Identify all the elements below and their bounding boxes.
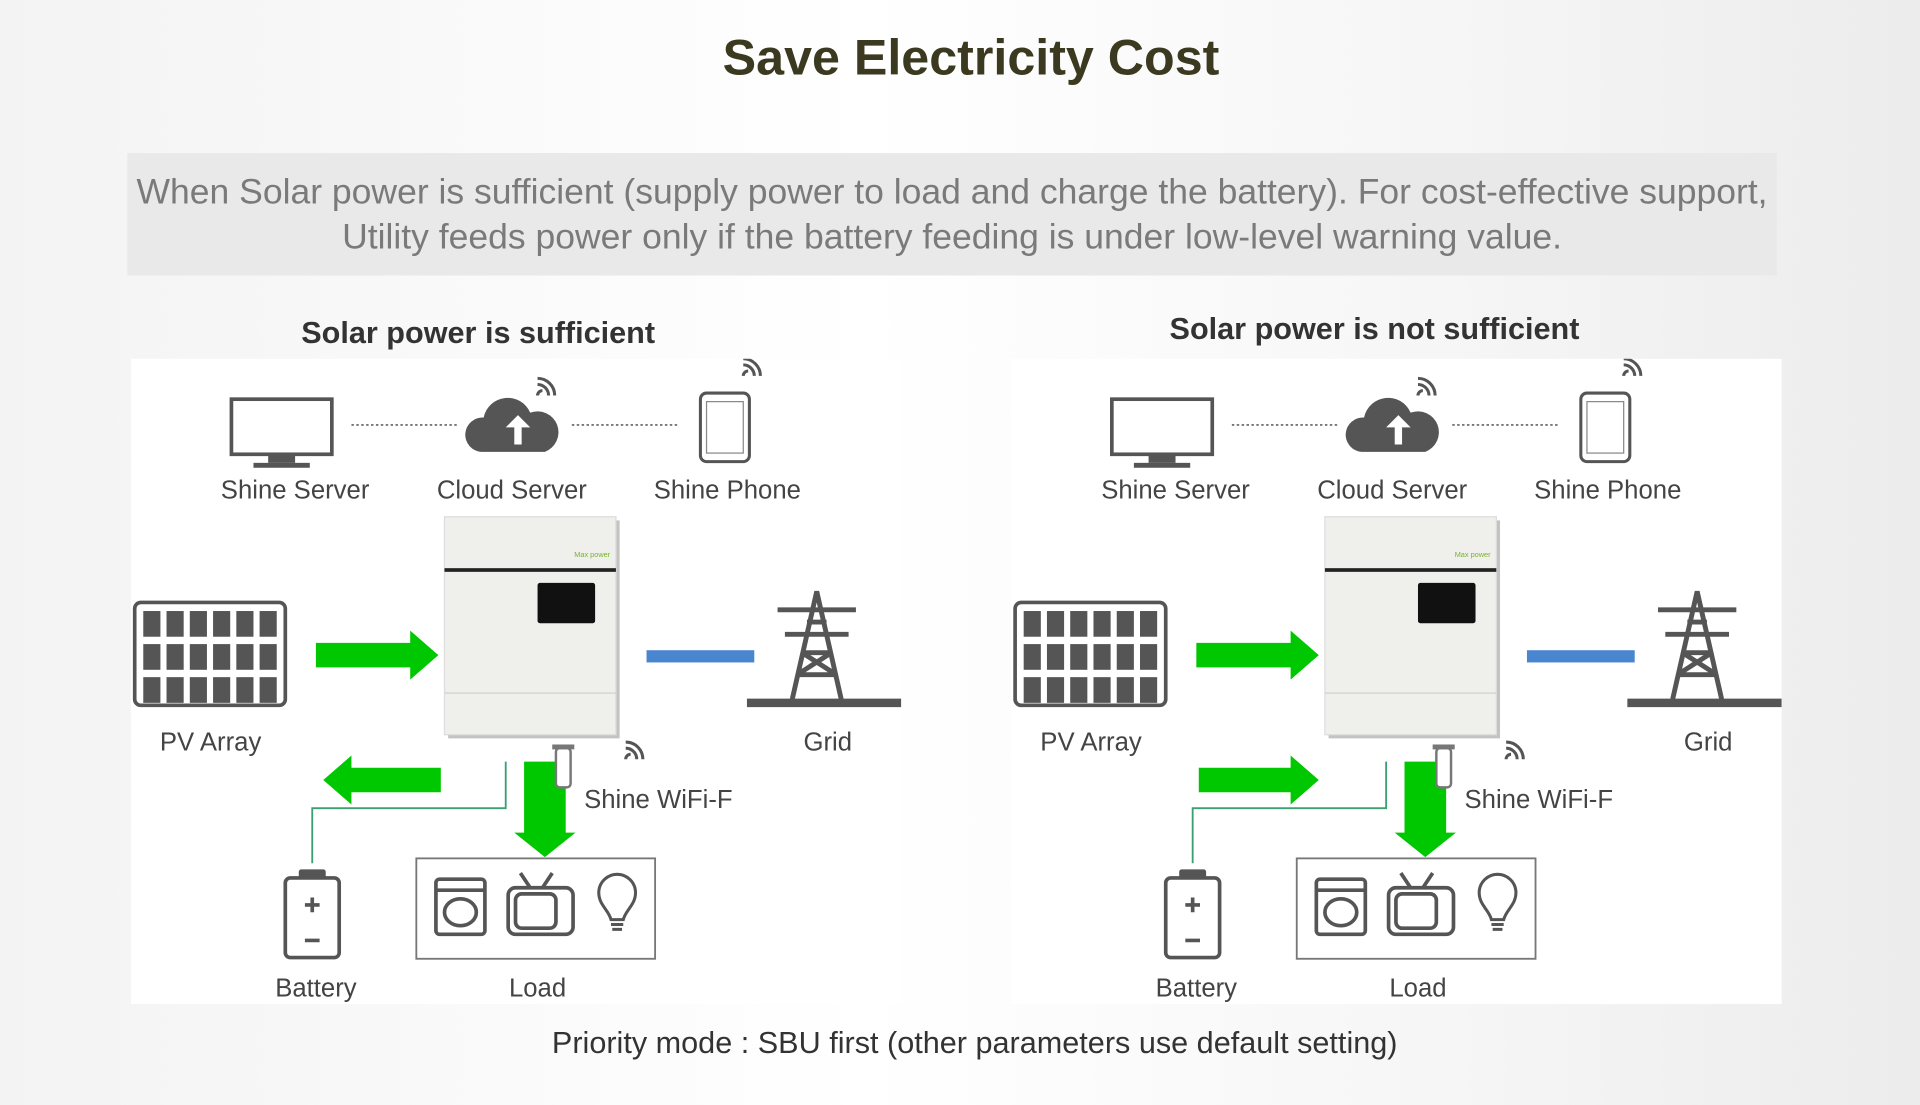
pv-array-icon [1013, 600, 1168, 708]
diagram-panel-sufficient: Shine Server Cloud Server Shine Phone Ma… [131, 358, 902, 1005]
grid-tower-icon [746, 590, 902, 708]
page-title: Save Electricity Cost [722, 29, 1220, 86]
label-grid: Grid [803, 729, 852, 757]
shine-server-monitor-icon [229, 397, 334, 468]
shine-wifi-dongle-icon [552, 744, 575, 789]
label-load: Load [1389, 975, 1446, 1003]
label-battery: Battery [1156, 975, 1238, 1003]
wifi-signal-icon [1622, 358, 1643, 377]
flow-arrow-from-battery [1198, 755, 1319, 805]
load-box [1295, 857, 1537, 960]
flow-arrow-pv-to-inverter [1196, 630, 1319, 680]
tv-icon [506, 872, 575, 937]
wifi-signal-icon [536, 376, 557, 396]
label-cloud-server: Cloud Server [437, 476, 587, 504]
svg-text:Max power: Max power [1455, 550, 1491, 559]
label-cloud-server: Cloud Server [1317, 476, 1467, 504]
shine-server-monitor-icon [1110, 397, 1215, 468]
shine-wifi-dongle-icon [1432, 744, 1455, 789]
label-battery: Battery [275, 975, 357, 1003]
label-pv-array: PV Array [160, 729, 262, 757]
label-shine-server: Shine Server [1101, 476, 1250, 504]
wifi-signal-icon [1416, 376, 1437, 396]
battery-icon [283, 869, 342, 960]
svg-text:Max power: Max power [574, 550, 610, 559]
cloud-upload-icon [465, 397, 559, 452]
inverter-image: Max power [1324, 516, 1501, 739]
label-load: Load [509, 975, 566, 1003]
battery-connection-line [311, 761, 507, 864]
grid-link-bar [1526, 650, 1635, 663]
panel-heading-not-sufficient: Solar power is not sufficient [1169, 312, 1580, 347]
label-grid: Grid [1684, 729, 1733, 757]
grid-tower-icon [1627, 590, 1782, 708]
load-box [415, 857, 657, 960]
shine-phone-icon [1579, 391, 1632, 464]
label-shine-server: Shine Server [221, 476, 370, 504]
battery-connection-line [1191, 761, 1388, 864]
label-pv-array: PV Array [1040, 729, 1142, 757]
wifi-signal-icon [624, 740, 645, 760]
label-shine-wifi: Shine WiFi-F [584, 786, 733, 814]
washing-machine-icon [1314, 877, 1368, 937]
label-shine-wifi: Shine WiFi-F [1465, 786, 1614, 814]
wifi-signal-icon [741, 358, 762, 377]
cloud-upload-icon [1345, 397, 1439, 452]
diagram-panel-not-sufficient: Shine Server Cloud Server Shine Phone Ma… [1011, 358, 1782, 1005]
flow-arrow-to-battery [323, 755, 441, 805]
shine-phone-icon [698, 391, 751, 464]
grid-link-bar [646, 650, 755, 663]
flow-arrow-pv-to-inverter [315, 630, 439, 680]
pv-array-icon [132, 600, 288, 708]
label-shine-phone: Shine Phone [1534, 476, 1681, 504]
label-shine-phone: Shine Phone [654, 476, 801, 504]
light-bulb-icon [1477, 872, 1518, 931]
wifi-signal-icon [1504, 740, 1525, 760]
panel-heading-sufficient: Solar power is sufficient [301, 315, 656, 351]
description-box: When Solar power is sufficient (supply p… [127, 153, 1777, 276]
inverter-image: Max power [443, 516, 620, 739]
tv-icon [1386, 872, 1456, 937]
washing-machine-icon [434, 877, 487, 937]
light-bulb-icon [597, 872, 638, 931]
priority-mode-note: Priority mode : SBU first (other paramet… [551, 1026, 1398, 1061]
battery-icon [1163, 869, 1222, 960]
